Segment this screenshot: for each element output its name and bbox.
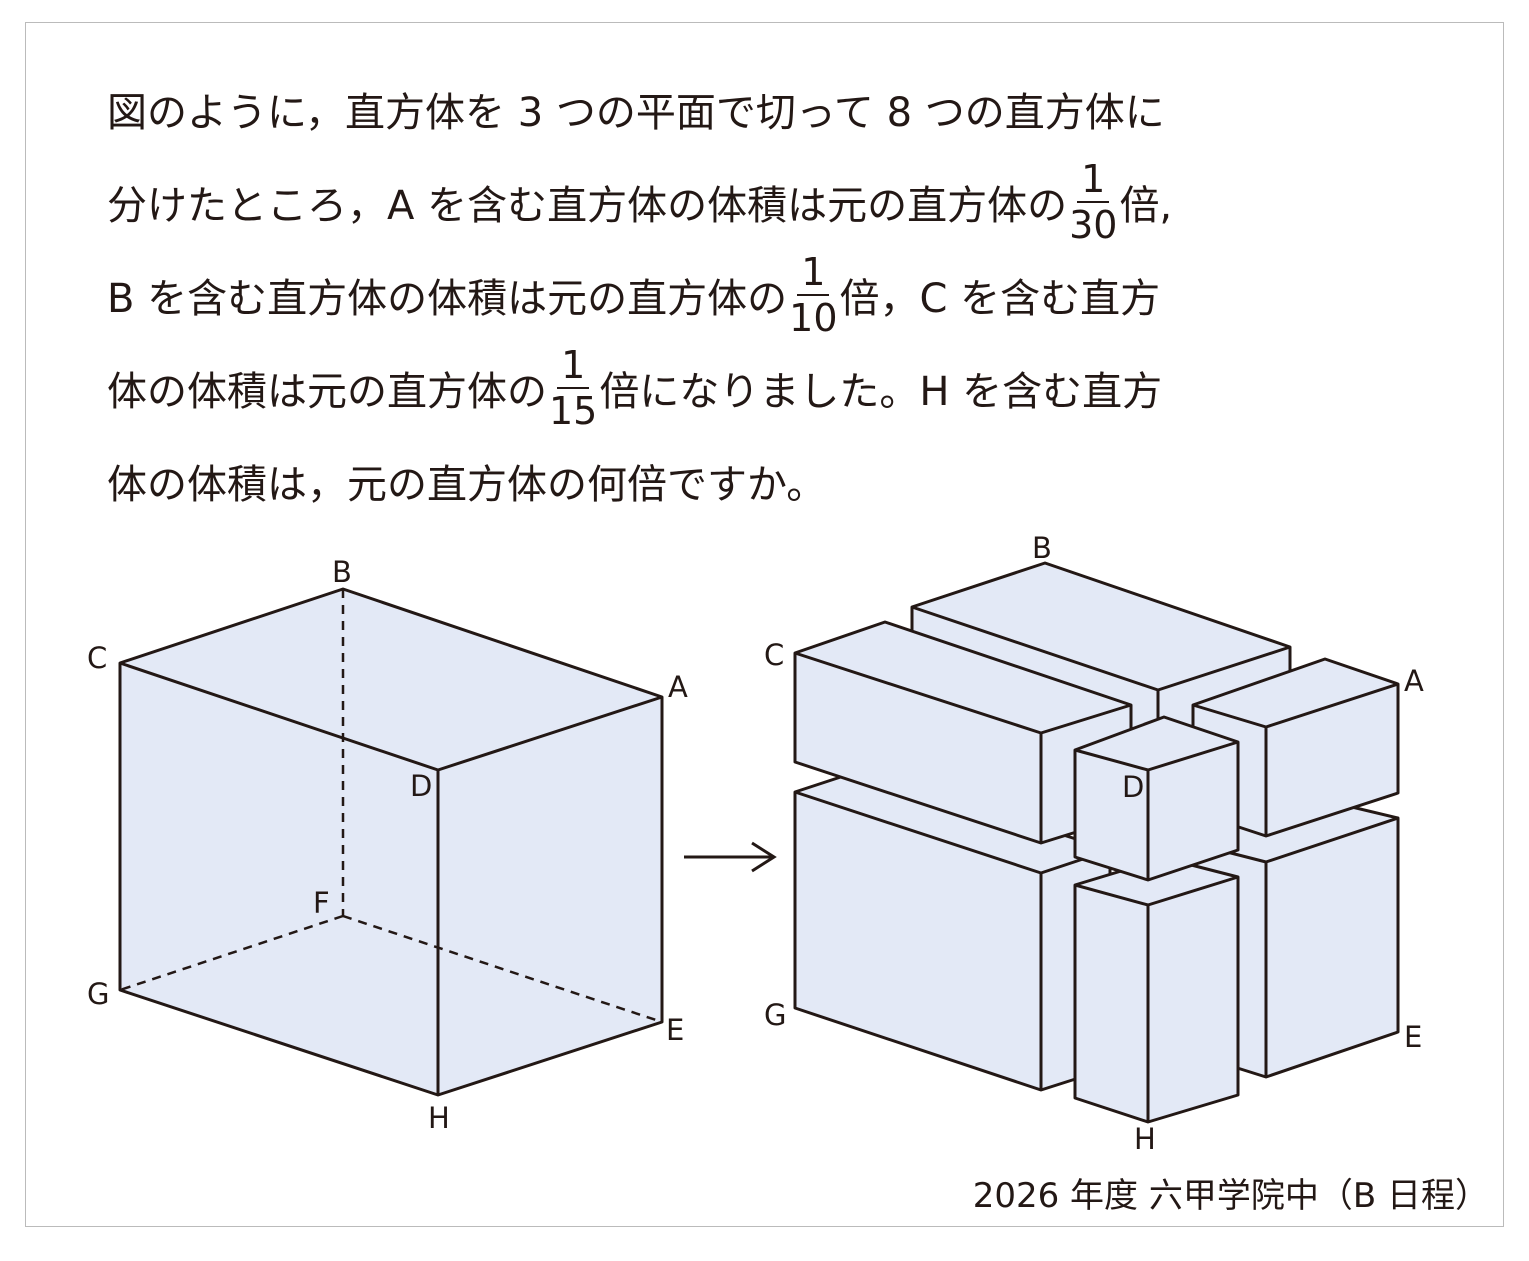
label-e: E [666, 1013, 684, 1047]
text: B を含む直方体の体積は元の直方体の [107, 275, 788, 322]
problem-line-1: 図のように，直方体を 3 つの平面で切って 8 つの直方体に [107, 62, 1467, 155]
denominator: 15 [549, 388, 598, 433]
label-h: H [1134, 1122, 1156, 1156]
problem-line-5: 体の体積は，元の直方体の何倍ですか。 [107, 434, 1467, 527]
numerator: 1 [1077, 157, 1110, 203]
label-g: G [87, 977, 109, 1011]
label-g: G [764, 998, 786, 1032]
denominator: 10 [789, 295, 838, 340]
numerator: 1 [797, 250, 830, 296]
right-cut-blocks [793, 561, 1400, 1124]
label-e: E [1404, 1020, 1422, 1054]
text: 倍になりました。H を含む直方 [599, 368, 1163, 415]
denominator: 30 [1069, 202, 1118, 247]
right-labels: B C A D G E H [764, 531, 1424, 1156]
problem-frame [25, 22, 1504, 1227]
text: 分けたところ，A を含む直方体の体積は元の直方体の [107, 182, 1068, 229]
left-cuboid [118, 587, 664, 1097]
label-c: C [87, 641, 107, 675]
text: 図のように，直方体を 3 つの平面で切って 8 つの直方体に [107, 89, 1165, 136]
problem-text: 図のように，直方体を 3 つの平面で切って 8 つの直方体に 分けたところ，A … [107, 62, 1467, 527]
numerator: 1 [557, 343, 590, 389]
label-d: D [1122, 770, 1144, 804]
label-b: B [332, 555, 352, 589]
label-c: C [764, 638, 784, 672]
label-a: A [668, 670, 688, 704]
label-h: H [428, 1101, 450, 1135]
label-d: D [410, 769, 432, 803]
text: 倍，C を含む直方 [839, 275, 1161, 322]
left-labels: B C A D F G E H [87, 555, 688, 1135]
text: 倍, [1119, 182, 1173, 229]
label-a: A [1404, 664, 1424, 698]
label-b: B [1032, 531, 1052, 565]
source-citation: 2026 年度 六甲学院中（B 日程） [972, 1176, 1489, 1216]
arrow-icon [684, 841, 777, 873]
text: 体の体積は，元の直方体の何倍ですか。 [107, 461, 827, 508]
label-f: F [313, 886, 330, 920]
text: 体の体積は元の直方体の [107, 368, 547, 415]
